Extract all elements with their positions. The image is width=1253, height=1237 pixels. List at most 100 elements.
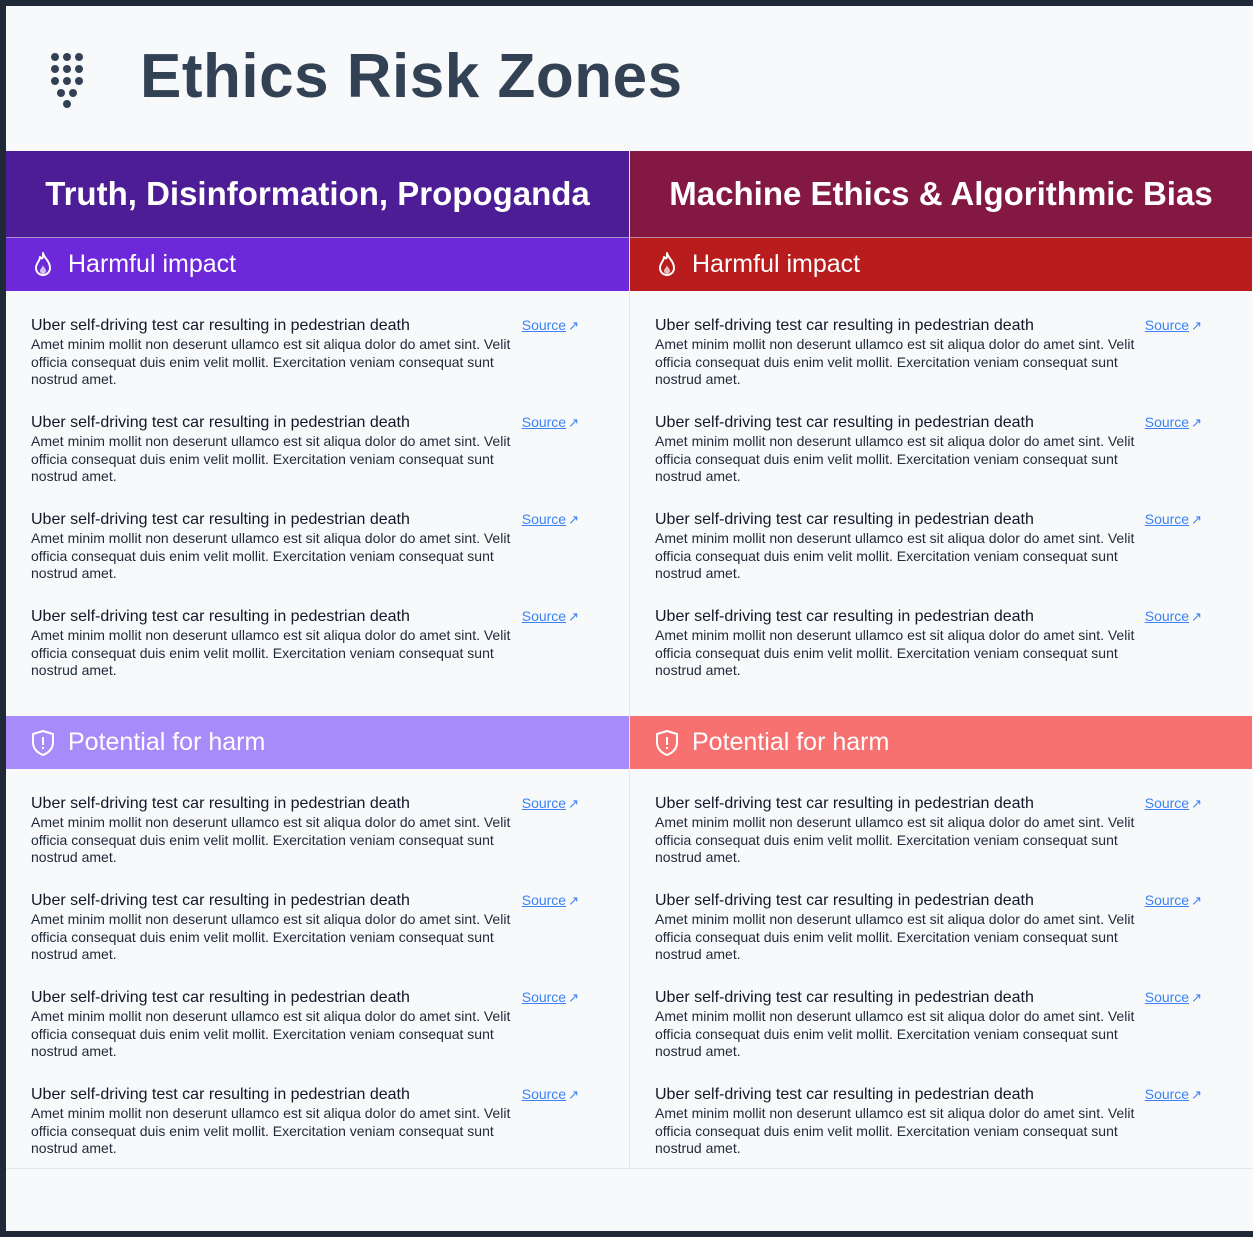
external-link-icon: ↗ [1191,609,1202,624]
item-title: Uber self-driving test car resulting in … [655,414,1034,431]
source-link[interactable]: Source↗ [1145,317,1202,334]
external-link-icon: ↗ [1191,990,1202,1005]
source-link[interactable]: Source↗ [522,1086,579,1103]
source-link-label[interactable]: Source [1144,795,1190,811]
item-body: Amet minim mollit non deserunt ullamco e… [655,1008,1135,1059]
item-body: Amet minim mollit non deserunt ullamco e… [655,433,1135,484]
source-link-label[interactable]: Source [1144,1086,1190,1102]
section-header-harmful-impact: Harmful impact [6,238,629,291]
item-title: Uber self-driving test car resulting in … [31,317,410,334]
list-item: Uber self-driving test car resulting in … [31,1085,604,1182]
list-item: Uber self-driving test car resulting in … [31,510,604,607]
list-item: Uber self-driving test car resulting in … [655,413,1227,510]
list-item: Uber self-driving test car resulting in … [31,794,604,891]
section-label: Harmful impact [692,250,861,278]
source-link-label[interactable]: Source [1144,989,1190,1005]
source-link-label[interactable]: Source [521,892,567,908]
external-link-icon: ↗ [1191,893,1202,908]
item-title: Uber self-driving test car resulting in … [655,1086,1034,1103]
item-body: Amet minim mollit non deserunt ullamco e… [31,1008,511,1059]
list-item: Uber self-driving test car resulting in … [655,988,1227,1085]
item-body: Amet minim mollit non deserunt ullamco e… [31,911,511,962]
item-title: Uber self-driving test car resulting in … [31,795,410,812]
item-title: Uber self-driving test car resulting in … [31,989,410,1006]
source-link[interactable]: Source↗ [522,317,579,334]
source-link[interactable]: Source↗ [1145,608,1202,625]
list-item: Uber self-driving test car resulting in … [31,316,604,413]
list-item: Uber self-driving test car resulting in … [655,794,1227,891]
risk-columns: Truth, Disinformation, Propoganda Harmfu… [6,151,1253,1169]
divider [6,1168,1253,1169]
source-link[interactable]: Source↗ [1145,414,1202,431]
source-link[interactable]: Source↗ [522,795,579,812]
item-body: Amet minim mollit non deserunt ullamco e… [655,530,1135,581]
source-link-label[interactable]: Source [521,414,567,430]
flame-icon [654,251,680,279]
section-header-potential-harm: Potential for harm [6,716,629,769]
external-link-icon: ↗ [1191,512,1202,527]
item-title: Uber self-driving test car resulting in … [655,608,1034,625]
source-link[interactable]: Source↗ [522,414,579,431]
external-link-icon: ↗ [1191,796,1202,811]
external-link-icon: ↗ [568,990,579,1005]
item-title: Uber self-driving test car resulting in … [655,989,1034,1006]
source-link[interactable]: Source↗ [522,892,579,909]
item-body: Amet minim mollit non deserunt ullamco e… [655,336,1135,387]
external-link-icon: ↗ [1191,1087,1202,1102]
source-link-label[interactable]: Source [521,608,567,624]
source-link[interactable]: Source↗ [522,989,579,1006]
item-list: Uber self-driving test car resulting in … [630,769,1252,1194]
dotted-funnel-logo-icon [51,53,83,108]
page-title: Ethics Risk Zones [140,42,683,111]
source-link-label[interactable]: Source [1144,608,1190,624]
external-link-icon: ↗ [568,415,579,430]
source-link[interactable]: Source↗ [1145,989,1202,1006]
source-link-label[interactable]: Source [521,317,567,333]
item-title: Uber self-driving test car resulting in … [31,511,410,528]
source-link-label[interactable]: Source [521,1086,567,1102]
section-label: Potential for harm [68,728,266,756]
list-item: Uber self-driving test car resulting in … [31,413,604,510]
source-link[interactable]: Source↗ [522,608,579,625]
list-item: Uber self-driving test car resulting in … [31,988,604,1085]
shield-alert-icon [30,729,56,757]
item-title: Uber self-driving test car resulting in … [655,892,1034,909]
source-link[interactable]: Source↗ [1145,1086,1202,1103]
source-link-label[interactable]: Source [1144,511,1190,527]
source-link-label[interactable]: Source [1144,892,1190,908]
item-body: Amet minim mollit non deserunt ullamco e… [655,1105,1135,1156]
item-body: Amet minim mollit non deserunt ullamco e… [655,814,1135,865]
source-link[interactable]: Source↗ [1145,892,1202,909]
external-link-icon: ↗ [568,512,579,527]
external-link-icon: ↗ [568,318,579,333]
external-link-icon: ↗ [1191,415,1202,430]
section-label: Potential for harm [692,728,890,756]
item-title: Uber self-driving test car resulting in … [31,1086,410,1103]
source-link[interactable]: Source↗ [522,511,579,528]
source-link[interactable]: Source↗ [1145,795,1202,812]
item-body: Amet minim mollit non deserunt ullamco e… [31,433,511,484]
source-link-label[interactable]: Source [521,795,567,811]
list-item: Uber self-driving test car resulting in … [655,316,1227,413]
item-list: Uber self-driving test car resulting in … [6,769,629,1194]
external-link-icon: ↗ [568,1087,579,1102]
source-link-label[interactable]: Source [1144,414,1190,430]
list-item: Uber self-driving test car resulting in … [655,1085,1227,1182]
item-title: Uber self-driving test car resulting in … [655,317,1034,334]
list-item: Uber self-driving test car resulting in … [31,607,604,704]
source-link[interactable]: Source↗ [1145,511,1202,528]
item-body: Amet minim mollit non deserunt ullamco e… [31,530,511,581]
external-link-icon: ↗ [1191,318,1202,333]
item-title: Uber self-driving test car resulting in … [655,795,1034,812]
section-label: Harmful impact [68,250,237,278]
source-link-label[interactable]: Source [521,989,567,1005]
item-list: Uber self-driving test car resulting in … [630,291,1252,716]
item-list: Uber self-driving test car resulting in … [6,291,629,716]
source-link-label[interactable]: Source [1144,317,1190,333]
page-frame: Ethics Risk Zones Truth, Disinformation,… [6,6,1253,1231]
item-title: Uber self-driving test car resulting in … [31,414,410,431]
column-header: Machine Ethics & Algorithmic Bias [630,151,1252,238]
flame-icon [30,251,56,279]
source-link-label[interactable]: Source [521,511,567,527]
item-body: Amet minim mollit non deserunt ullamco e… [655,627,1135,678]
